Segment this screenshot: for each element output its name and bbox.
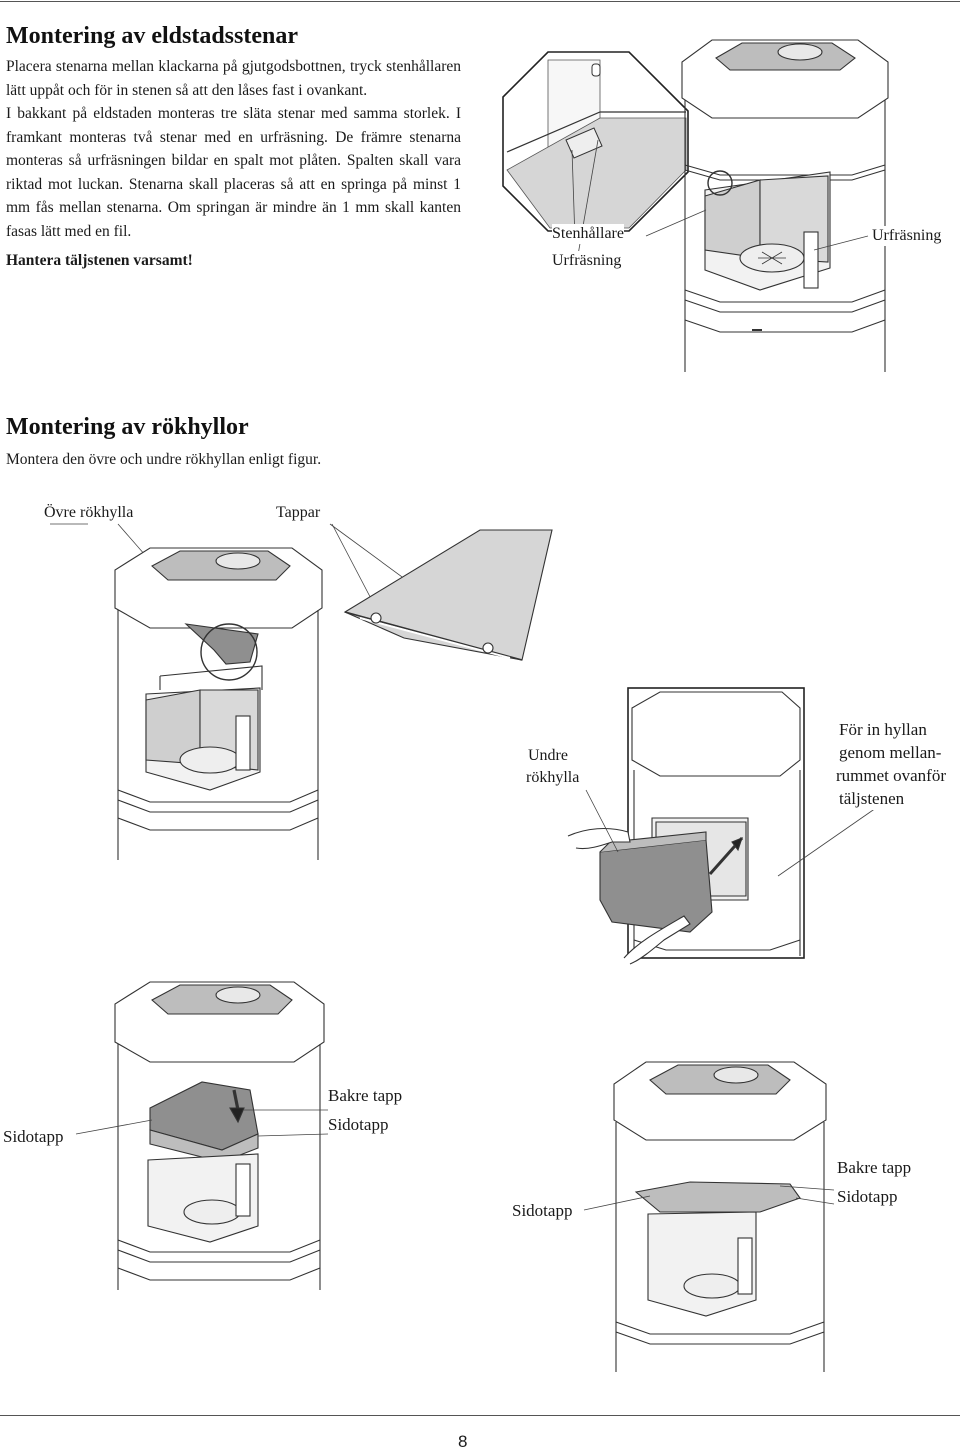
- stove-drawing-4: [114, 981, 325, 1290]
- label-tappar: Tappar: [276, 503, 321, 523]
- label-for-in-3: rummet ovanför: [836, 765, 946, 787]
- label-sidotapp-b: Sidotapp: [328, 1114, 389, 1136]
- label-stenhallare: Stenhållare: [552, 224, 624, 244]
- page-number: 8: [458, 1432, 468, 1451]
- label-urfrasning-left: Urfräsning: [552, 251, 622, 271]
- label-undre-rokhylla-1: Undre: [528, 746, 568, 766]
- label-for-in-2: genom mellan-: [839, 742, 942, 764]
- label-for-in-4: täljstenen: [839, 788, 905, 810]
- label-for-in-1: För in hyllan: [839, 719, 927, 741]
- bottom-rule: [0, 1415, 960, 1416]
- section2-intro: Montera den övre och undre rökhyllan enl…: [6, 451, 322, 468]
- stove-drawing-2: [114, 547, 323, 860]
- label-bakre-tapp-a: Bakre tapp: [328, 1085, 403, 1107]
- section1-text: Placera stenarna mellan klackarna på gju…: [6, 55, 461, 273]
- label-ovre-rokhylla: Övre rökhylla: [44, 503, 134, 523]
- tab-detail: [343, 529, 553, 661]
- label-sidotapp-a: Sidotapp: [3, 1126, 64, 1148]
- label-sidotapp-d: Sidotapp: [837, 1186, 898, 1208]
- paragraph-1: Placera stenarna mellan klackarna på gju…: [6, 58, 461, 99]
- label-undre-rokhylla-2: rökhylla: [526, 768, 580, 788]
- stone-holder-detail-figure: [502, 39, 889, 372]
- stove-drawing-3: [567, 687, 805, 965]
- section-title-rokhyllor: Montering av rökhyllor: [6, 414, 249, 440]
- label-urfrasning-right: Urfräsning: [872, 226, 942, 246]
- section-title-eldstadsstenar: Montering av eldstadsstenar: [6, 23, 298, 49]
- stove-drawing-1: [681, 39, 889, 372]
- warning-text: Hantera täljstenen varsamt!: [6, 252, 193, 269]
- paragraph-2: I bakkant på eldstaden monteras tre slät…: [6, 105, 461, 240]
- label-sidotapp-c: Sidotapp: [512, 1200, 573, 1222]
- top-rule: [0, 1, 960, 2]
- stove-drawing-5: [613, 1061, 827, 1372]
- label-bakre-tapp-b: Bakre tapp: [837, 1157, 912, 1179]
